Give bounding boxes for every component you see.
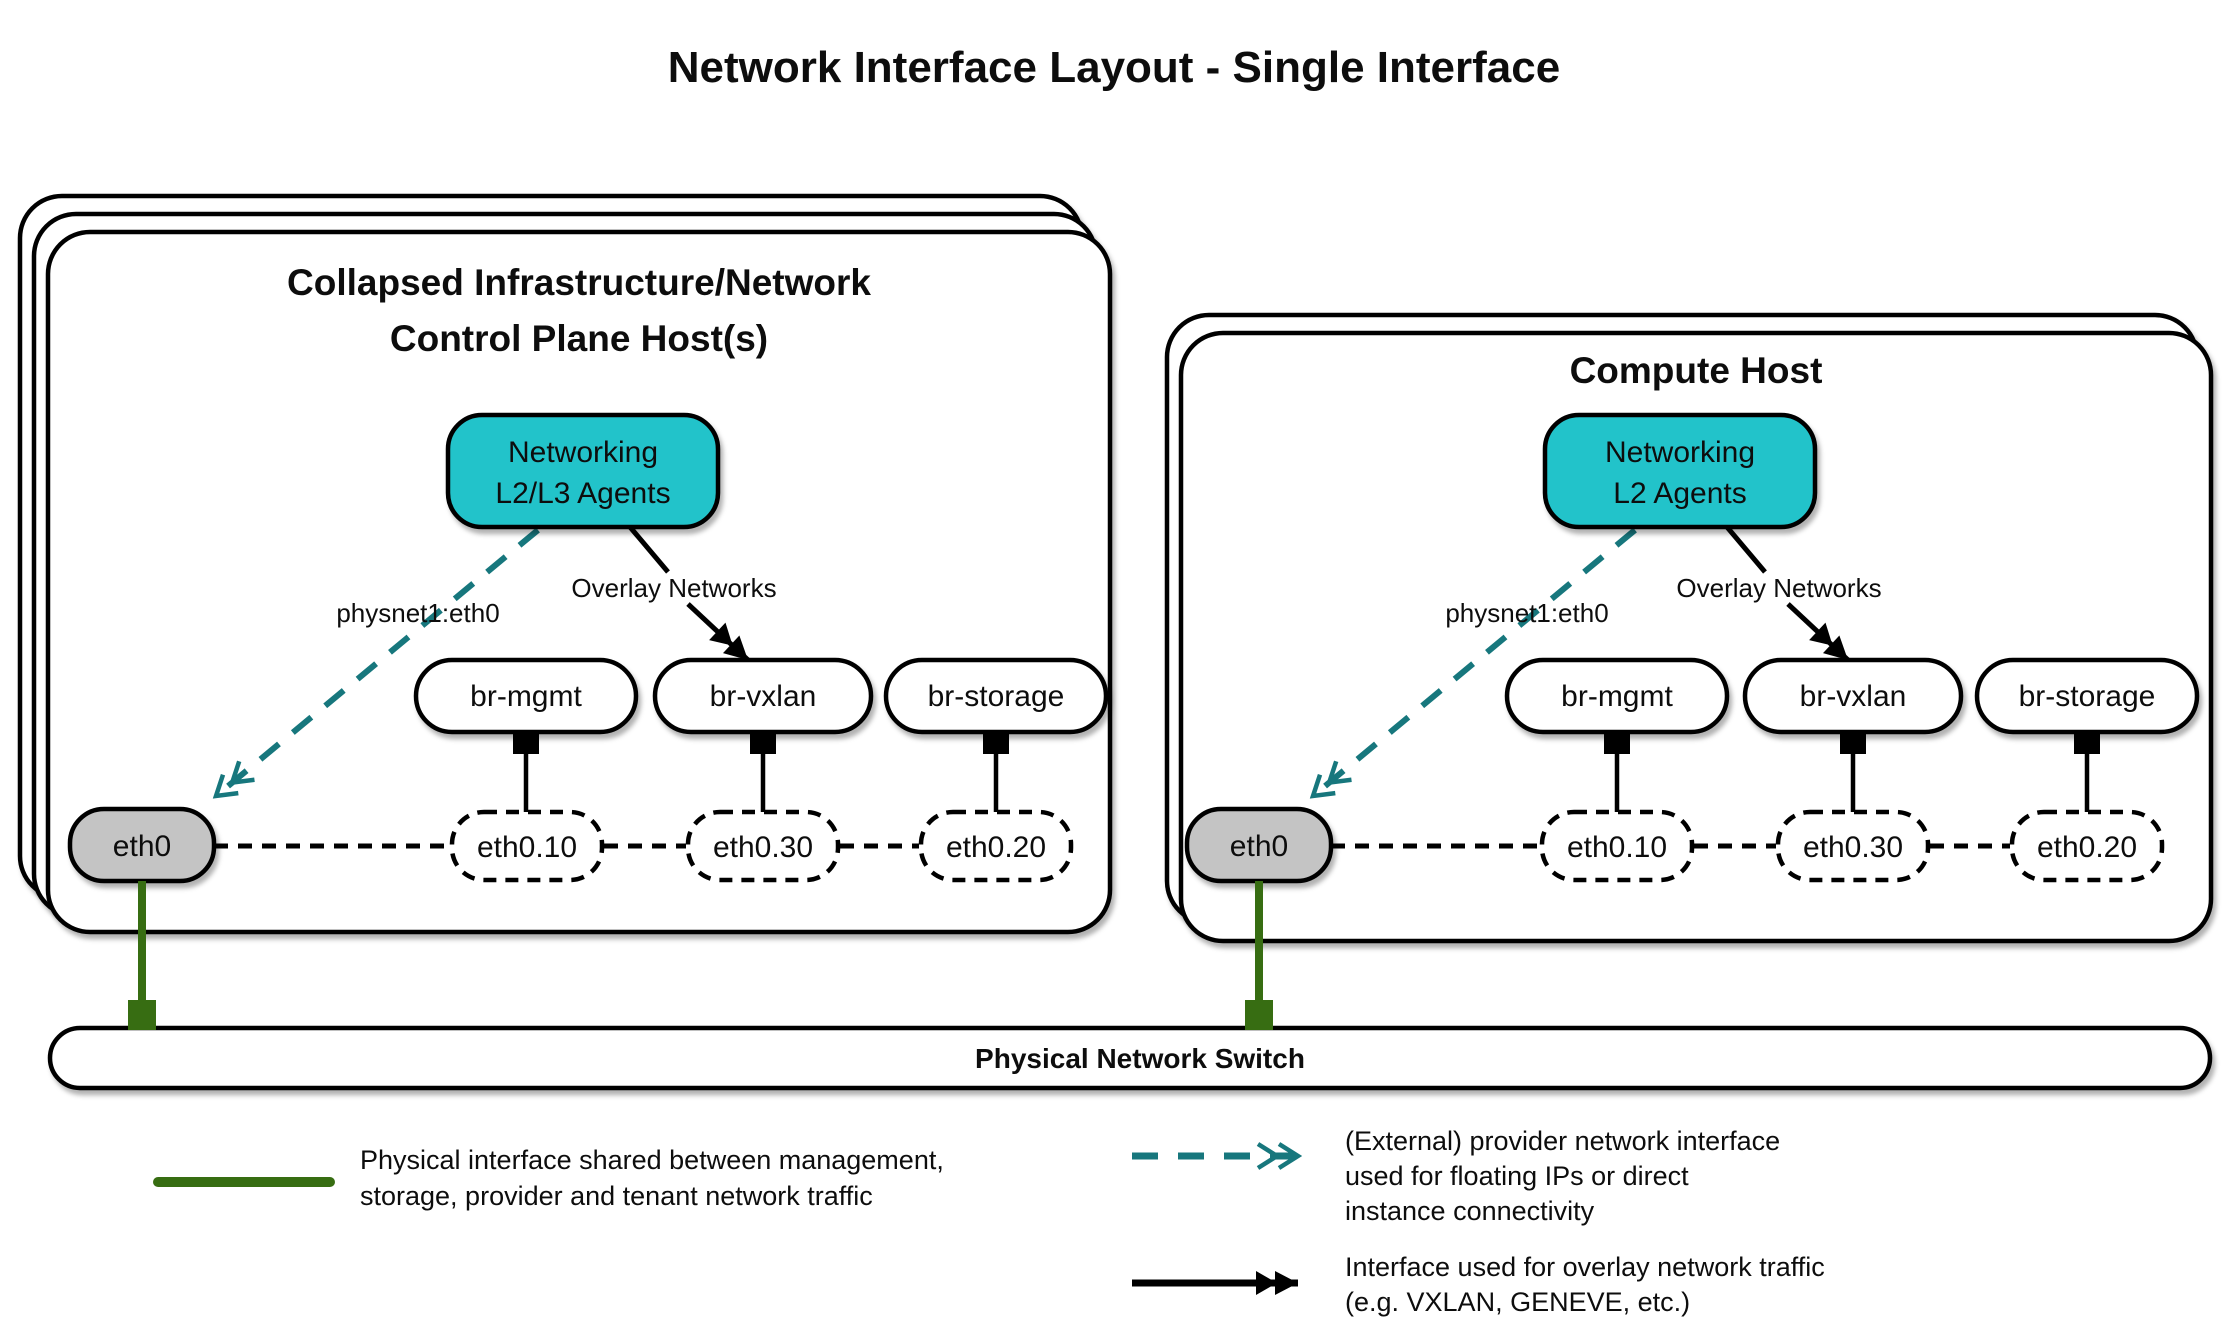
agent-label-line2: L2/L3 Agents [495, 477, 670, 510]
right-host-title: Compute Host [1570, 350, 1823, 391]
legend-overlay-text-1: Interface used for overlay network traff… [1345, 1252, 1825, 1282]
bridge-br-mgmt-label: br-mgmt [470, 680, 582, 713]
bridge-br-storage [883, 657, 1109, 735]
vlan-eth0.10 [449, 809, 605, 883]
right-host-group: Compute Host physnet1:eth0 Overlay Netwo… [1164, 312, 2214, 944]
page-title: Network Interface Layout - Single Interf… [668, 43, 1560, 92]
provider-network-arrow [216, 527, 540, 796]
vlan-eth0.30-label: eth0.30 [1803, 831, 1903, 864]
overlay-arrow-segment1 [1725, 525, 1767, 574]
networking-agents-box [445, 412, 721, 530]
physical-interface-eth0-label: eth0 [113, 830, 171, 863]
overlay-arrow-label: Overlay Networks [1676, 573, 1881, 603]
vlan-eth0.10 [1539, 809, 1695, 883]
legend-physical-line-text-2: storage, provider and tenant network tra… [360, 1181, 873, 1211]
legend-provider-text-2: used for floating IPs or direct [1345, 1161, 1689, 1191]
vlan-eth0.10-label: eth0.10 [477, 831, 577, 864]
uplink-port-right [1245, 1000, 1273, 1030]
overlay-arrow-segment1 [628, 525, 670, 574]
overlay-network-arrow [686, 602, 750, 662]
overlay-arrow-label: Overlay Networks [571, 573, 776, 603]
physical-interface-eth0-label: eth0 [1230, 830, 1288, 863]
left-host-group: Collapsed Infrastructure/Network Control… [17, 193, 1113, 935]
bridge-br-storage [1974, 657, 2200, 735]
legend-provider-text-1: (External) provider network interface [1345, 1126, 1780, 1156]
bridge-br-storage-label: br-storage [2019, 680, 2156, 713]
provider-arrow-label: physnet1:eth0 [1445, 598, 1608, 628]
legend-overlay-text-2: (e.g. VXLAN, GENEVE, etc.) [1345, 1287, 1690, 1317]
bridge-br-mgmt-label: br-mgmt [1561, 680, 1673, 713]
vlan-eth0.30 [1775, 809, 1931, 883]
agent-label-line1: Networking [1605, 436, 1755, 469]
bridge-br-vxlan [1742, 657, 1964, 735]
bridge-br-vxlan-label: br-vxlan [1800, 680, 1907, 713]
vlan-eth0.20-label: eth0.20 [946, 831, 1046, 864]
provider-arrow-label: physnet1:eth0 [336, 598, 499, 628]
bridge-br-mgmt [413, 657, 639, 735]
legend: Physical interface shared between manage… [153, 1126, 1825, 1317]
agent-label-line1: Networking [508, 436, 658, 469]
physical-network-switch-label: Physical Network Switch [975, 1043, 1305, 1074]
agent-label-line2: L2 Agents [1613, 477, 1746, 510]
networking-agents-box [1542, 412, 1818, 530]
physical-network-switch [47, 1025, 2213, 1091]
vlan-eth0.20 [918, 809, 1074, 883]
bridge-br-vxlan-label: br-vxlan [710, 680, 817, 713]
legend-provider-text-3: instance connectivity [1345, 1196, 1595, 1226]
legend-physical-line-text-1: Physical interface shared between manage… [360, 1145, 944, 1175]
vlan-eth0.10-label: eth0.10 [1567, 831, 1667, 864]
overlay-network-arrow [1786, 602, 1850, 662]
vlan-eth0.30 [685, 809, 841, 883]
bridge-br-storage-label: br-storage [928, 680, 1065, 713]
provider-network-arrow [1313, 527, 1637, 796]
left-host-title-line2: Control Plane Host(s) [390, 318, 768, 359]
bridge-br-vxlan [652, 657, 874, 735]
left-host-title-line1: Collapsed Infrastructure/Network [287, 262, 871, 303]
host-stack-layer-front [1178, 330, 2214, 944]
host-stack-layer-front [45, 229, 1113, 935]
vlan-eth0.20 [2009, 809, 2165, 883]
vlan-eth0.20-label: eth0.20 [2037, 831, 2137, 864]
vlan-eth0.30-label: eth0.30 [713, 831, 813, 864]
uplink-port-left [128, 1000, 156, 1030]
bridge-br-mgmt [1504, 657, 1730, 735]
